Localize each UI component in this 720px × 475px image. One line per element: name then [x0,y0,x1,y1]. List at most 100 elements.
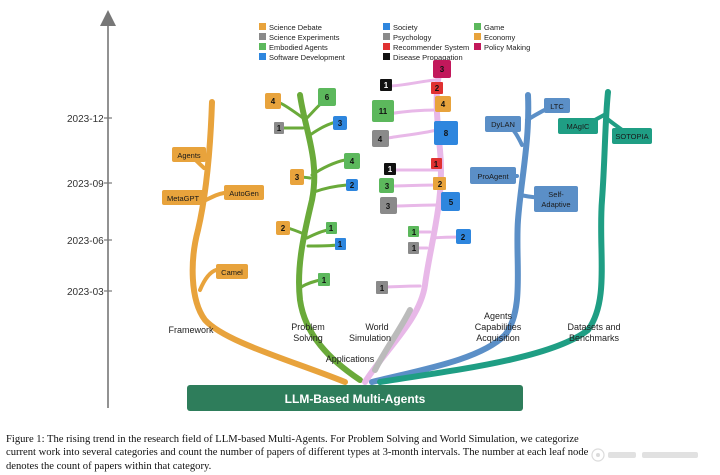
legend-label: Policy Making [484,43,530,52]
ws-leaf: 5 [441,192,460,211]
svg-text:LTC: LTC [550,102,564,111]
legend-label: Society [393,23,418,32]
ps-leaf: 3 [290,169,304,185]
svg-text:ProAgent: ProAgent [477,172,509,181]
ws-leaf: 1 [408,242,419,254]
svg-text:2: 2 [461,233,466,242]
problem-solving-label-1: Problem [291,322,325,332]
svg-text:Adaptive: Adaptive [541,200,570,209]
svg-text:MetaGPT: MetaGPT [167,194,200,203]
ws-leaf: 4 [372,130,389,147]
svg-text:1: 1 [434,160,439,169]
legend-swatch [383,23,390,30]
svg-text:Self-: Self- [548,190,564,199]
tick-label-2023-03: 2023-03 [67,287,104,298]
work-node-agents: Agents [172,147,206,162]
svg-text:4: 4 [378,135,383,144]
caption-line: denotes the count of papers within that … [6,460,212,472]
svg-text:6: 6 [325,93,330,102]
legend-swatch [383,53,390,60]
legend-swatch [259,53,266,60]
work-node-proagent: ProAgent [470,167,516,184]
svg-text:1: 1 [384,81,389,90]
legend-label: Psychology [393,33,432,42]
datasets-label-2: Benchmarks [569,333,620,343]
tick-label-2023-06: 2023-06 [67,236,104,247]
ws-leaf: 4 [435,96,451,112]
legend-label: Economy [484,33,516,42]
svg-text:3: 3 [385,182,390,191]
legend-swatch [259,23,266,30]
svg-text:SOTOPIA: SOTOPIA [615,132,648,141]
work-node-sotopia: SOTOPIA [612,128,652,144]
legend-swatch [259,43,266,50]
ws-leaf: 3 [380,197,397,214]
problem-solving-label-2: Solving [293,333,323,343]
ws-leaf: 2 [433,177,446,190]
legend-label: Science Experiments [269,33,340,42]
svg-text:3: 3 [338,119,343,128]
ps-leaf: 3 [333,116,347,130]
ws-leaf: 3 [433,60,451,78]
svg-text:2: 2 [350,181,355,190]
ps-leaf: 1 [326,222,337,234]
legend-swatch [474,43,481,50]
svg-text:Camel: Camel [221,268,243,277]
svg-text:2: 2 [281,224,286,233]
ps-leaf: 2 [276,221,290,235]
legend-swatch [474,23,481,30]
caption-line: current work into several categories and… [6,447,589,459]
svg-text:1: 1 [388,165,393,174]
svg-text:3: 3 [440,65,445,74]
svg-text:1: 1 [380,284,385,293]
work-node-magic: MAgIC [558,118,598,134]
ps-leaf: 1 [274,122,284,134]
capabilities-label-2: Capabilities [475,322,522,332]
ps-leaf: 1 [318,273,330,286]
tick-label-2023-09: 2023-09 [67,179,104,190]
world-simulation-label-2: Simulation [349,333,391,343]
svg-text:8: 8 [444,129,449,138]
caption-line: Figure 1: The rising trend in the resear… [6,434,579,445]
work-node-camel: Camel [216,264,248,279]
legend-swatch [383,43,390,50]
work-node-metagpt: MetaGPT [162,190,204,205]
legend-label: Recommender System [393,43,469,52]
work-node-ltc: LTC [544,98,570,113]
ps-leaf: 2 [346,179,358,191]
svg-text:11: 11 [379,107,388,116]
ws-leaf: 1 [431,158,442,169]
svg-text:4: 4 [271,97,276,106]
svg-text:1: 1 [338,240,343,249]
watermark [591,448,698,462]
svg-text:Agents: Agents [177,151,201,160]
work-node-self-adaptive: Self- Adaptive [534,186,578,212]
legend-label: Disease Propagation [393,53,463,62]
svg-text:5: 5 [449,198,454,207]
svg-text:1: 1 [277,124,282,133]
svg-text:1: 1 [412,228,417,237]
framework-label: Framework [168,325,214,335]
svg-text:2: 2 [435,84,440,93]
svg-text:AutoGen: AutoGen [229,189,259,198]
legend-swatch [259,33,266,40]
svg-text:DyLAN: DyLAN [491,120,515,129]
svg-text:4: 4 [350,157,355,166]
ps-leaf: 1 [335,238,346,250]
svg-text:1: 1 [329,224,334,233]
svg-text:3: 3 [386,202,391,211]
ws-leaf: 1 [376,281,388,294]
legend-label: Science Debate [269,23,322,32]
ws-leaf: 2 [456,229,471,244]
capabilities-label-3: Acquisition [476,333,520,343]
ps-leaf: 6 [318,88,336,106]
world-simulation-label-1: World [365,322,388,332]
capabilities-label-1: Agents [484,311,513,321]
legend-label: Embodied Agents [269,43,328,52]
legend: Science Debate Science Experiments Embod… [259,23,530,62]
legend-swatch [383,33,390,40]
root-label: LLM-Based Multi-Agents [285,392,426,406]
ws-leaf: 11 [372,100,394,122]
svg-text:4: 4 [441,100,446,109]
legend-swatch [474,33,481,40]
